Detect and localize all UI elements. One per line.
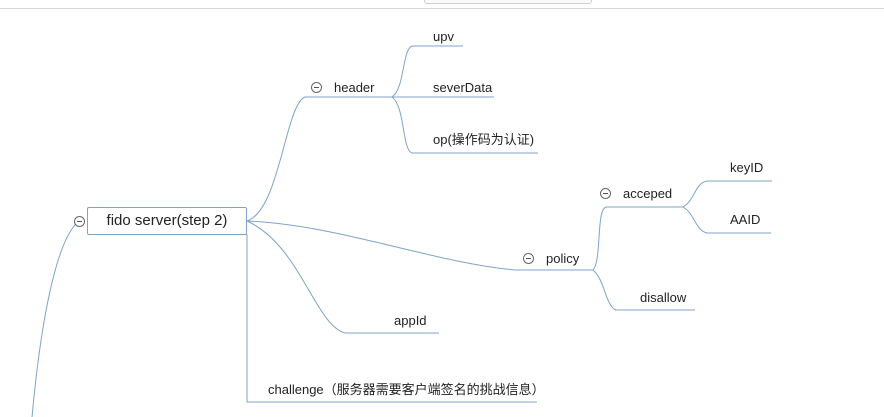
root-node-label: fido server(step 2) [106, 212, 228, 229]
node-header[interactable]: header [334, 80, 375, 95]
connector-parent-root [31, 220, 80, 417]
connector-root-policy [246, 220, 593, 271]
connector-root-appid [246, 220, 439, 334]
node-keyid[interactable]: keyID [730, 160, 764, 175]
root-node[interactable]: fido server(step 2) [87, 207, 247, 235]
collapse-toggle-acceped[interactable] [600, 188, 611, 199]
connector-header-upv [391, 45, 463, 98]
node-upv[interactable]: upv [433, 29, 454, 44]
node-appid[interactable]: appId [394, 313, 427, 328]
node-op[interactable]: op(操作码为认证) [433, 132, 535, 147]
node-severdata[interactable]: severData [433, 80, 493, 95]
node-disallow[interactable]: disallow [640, 290, 687, 305]
connector-root-challenge [246, 234, 537, 403]
connector-header-op [391, 96, 538, 154]
connector-acceped-aaid [682, 206, 771, 234]
node-aaid[interactable]: AAID [730, 212, 761, 227]
node-challenge[interactable]: challenge（服务器需要客户端签名的挑战信息） [268, 382, 545, 397]
connector-policy-acceped [592, 206, 683, 271]
collapse-toggle-policy[interactable] [523, 253, 534, 264]
connector-acceped-keyid [682, 180, 772, 208]
collapse-toggle-header[interactable] [311, 82, 322, 93]
window-top-edge [0, 0, 884, 9]
connector-policy-disallow [592, 269, 695, 311]
collapse-toggle-root[interactable] [74, 216, 85, 227]
node-acceped[interactable]: acceped [623, 186, 673, 201]
node-policy[interactable]: policy [546, 251, 580, 266]
connector-root-header [246, 96, 392, 222]
toolbar-tab[interactable] [424, 0, 592, 4]
